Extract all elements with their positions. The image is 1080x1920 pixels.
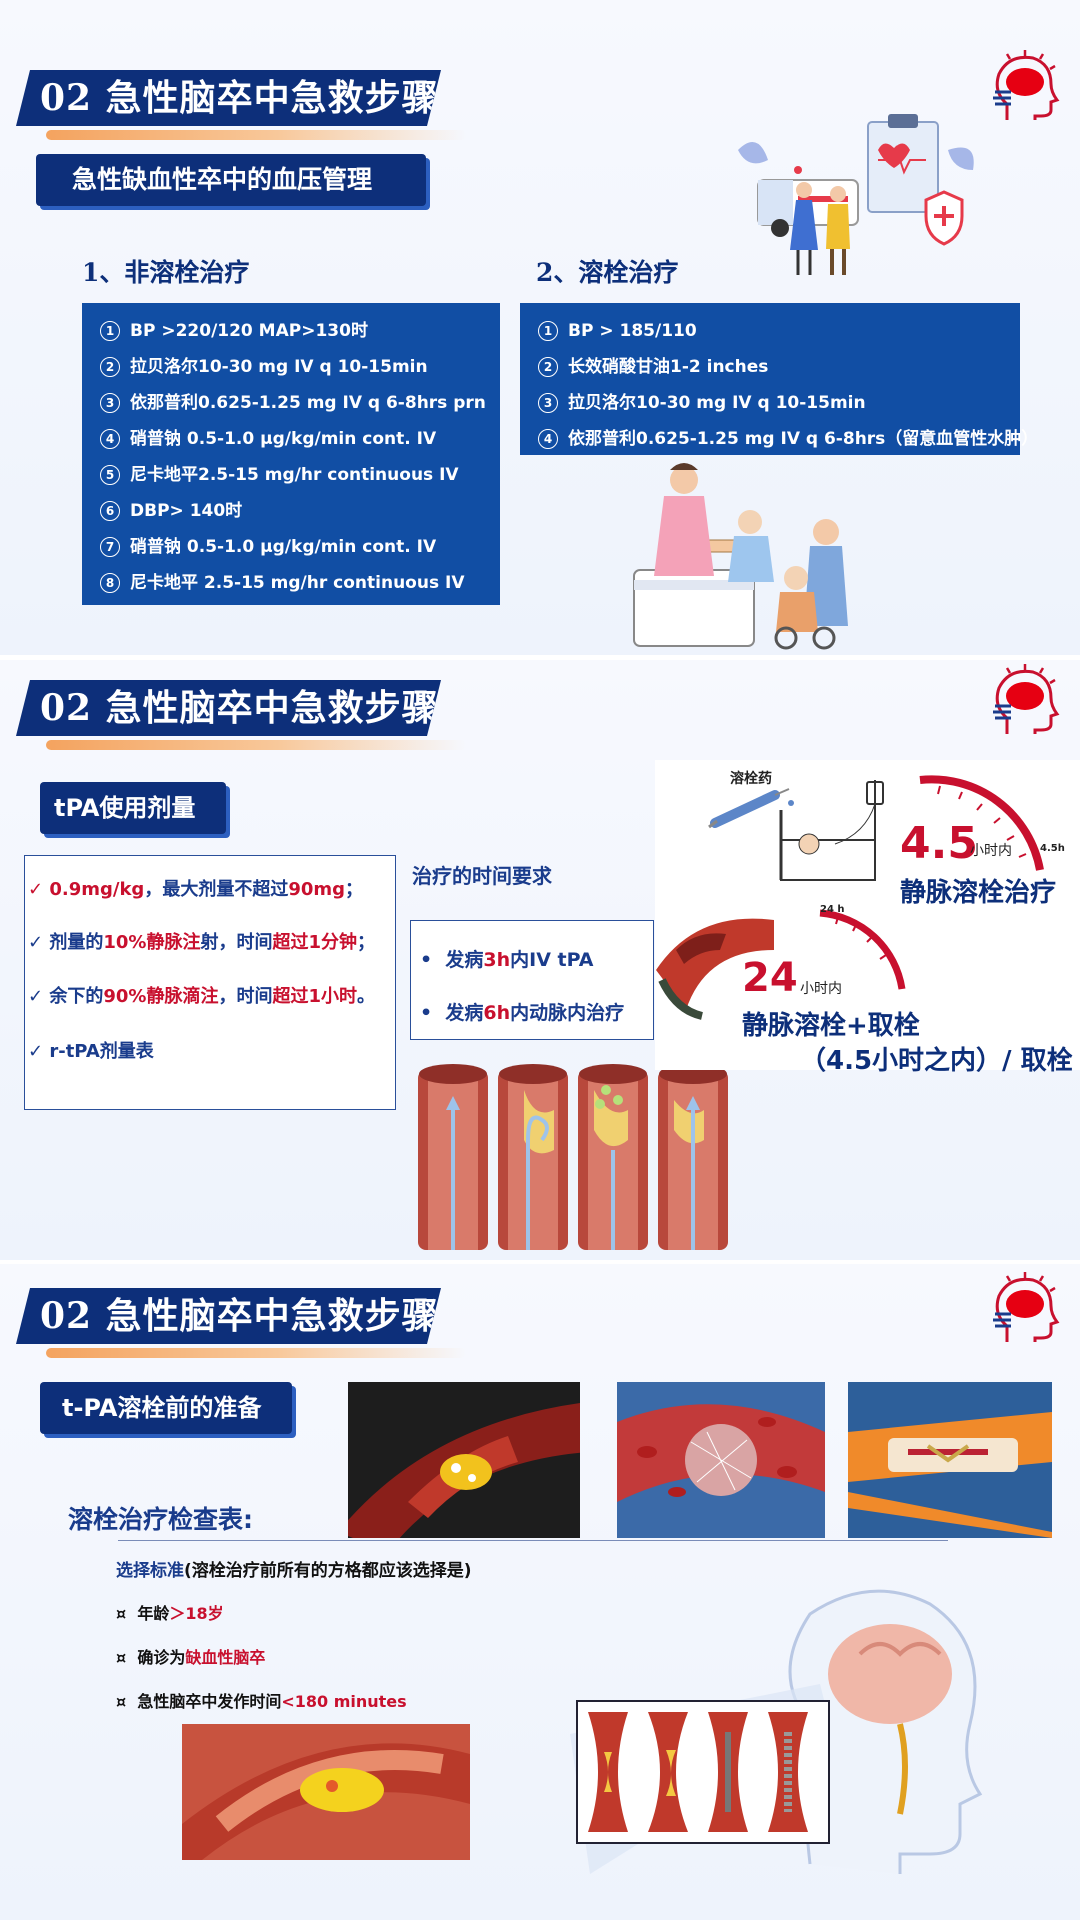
non-thrombolysis-item: 1 BP >220/120 MAP>130时: [92, 313, 490, 349]
item-number-badge: 3: [100, 393, 120, 413]
criteria-diagnosis: ¤ 确诊为缺血性脑卒: [116, 1648, 266, 1667]
non-thrombolysis-item: 6 DBP> 140时: [92, 493, 490, 529]
clock-arc-1: [900, 770, 1050, 880]
item-text: BP >220/120 MAP>130时: [130, 321, 368, 341]
item-number-badge: 1: [100, 321, 120, 341]
slide-bp-management: 02 急性脑卒中急救步骤 急性缺血性卒中的血压管理 1、非溶栓治疗: [0, 0, 1080, 655]
checklist-title: 溶栓治疗检查表:: [68, 1505, 253, 1534]
item-text: 拉贝洛尔10-30 mg IV q 10-15min: [568, 393, 866, 413]
stent-sequence-image: [576, 1700, 830, 1844]
section-header: 02 急性脑卒中急救步骤: [16, 680, 441, 736]
thrombolytic-drug-label: 溶栓药: [730, 771, 772, 787]
dose-line-2: ✓ 剂量的10%静脉注射，时间超过1分钟；: [28, 932, 375, 953]
clock-tick-1: 4.5h: [1040, 843, 1065, 854]
medical-team-illustration: [728, 110, 988, 280]
item-text: 长效硝酸甘油1-2 inches: [568, 357, 769, 377]
vessel-clot-illustration: [656, 910, 776, 1030]
dose-box: [24, 855, 396, 1110]
slide-tpa-preparation: 02 急性脑卒中急救步骤 t-PA溶栓前的准备 溶栓治疗检查表: 选择标准(溶栓…: [0, 1264, 1080, 1920]
dose-line-4: ✓ r-tPA剂量表: [28, 1041, 154, 1062]
header-underline: [46, 740, 466, 750]
item-text: 依那普利0.625-1.25 mg IV q 6-8hrs prn: [130, 393, 486, 413]
item-text: 尼卡地平 2.5-15 mg/hr continuous IV: [130, 573, 465, 593]
thrombolysis-item: 3 拉贝洛尔10-30 mg IV q 10-15min: [530, 385, 1010, 421]
item-number-badge: 2: [100, 357, 120, 377]
vessel-illustration: [414, 1060, 744, 1260]
brain-head-icon: [985, 1270, 1065, 1350]
criteria-heading: 选择标准(溶栓治疗前所有的方格都应该选择是): [116, 1561, 472, 1581]
iv-thrombolysis-label: 静脉溶栓治疗: [900, 878, 1057, 908]
time-line-2: • 发病6h内动脉内治疗: [420, 1002, 625, 1024]
section-subtitle: t-PA溶栓前的准备: [40, 1382, 292, 1434]
item-number-badge: 4: [100, 429, 120, 449]
stent-vessel-image: [848, 1382, 1052, 1538]
item-text: 尼卡地平2.5-15 mg/hr continuous IV: [130, 465, 459, 485]
criteria-age: ¤ 年龄＞18岁: [116, 1604, 224, 1623]
checklist-divider: [118, 1540, 948, 1541]
item-text: BP > 185/110: [568, 321, 697, 341]
non-thrombolysis-item: 8 尼卡地平 2.5-15 mg/hr continuous IV: [92, 565, 490, 601]
section-header: 02 急性脑卒中急救步骤: [16, 1288, 441, 1344]
item-number-badge: 3: [538, 393, 558, 413]
slide-tpa-dose: 02 急性脑卒中急救步骤 tPA使用剂量 ✓ 0.9mg/kg，最大剂量不超过9…: [0, 660, 1080, 1260]
nurse-patients-illustration: [630, 460, 870, 650]
thrombolysis-title: 2、溶栓治疗: [536, 258, 679, 287]
thrombolysis-thrombectomy-label: 静脉溶栓+取栓: [742, 1011, 920, 1041]
thrombolysis-item: 2 长效硝酸甘油1-2 inches: [530, 349, 1010, 385]
item-number-badge: 4: [538, 429, 558, 449]
clock-value-2: 24: [742, 955, 798, 1001]
header-underline: [46, 130, 466, 140]
section-subtitle: 急性缺血性卒中的血压管理: [36, 154, 426, 206]
non-thrombolysis-item: 3 依那普利0.625-1.25 mg IV q 6-8hrs prn: [92, 385, 490, 421]
non-thrombolysis-title: 1、非溶栓治疗: [82, 258, 250, 287]
iv-bed-patient-illustration: [775, 770, 895, 890]
time-requirement-title: 治疗的时间要求: [412, 864, 552, 888]
brain-head-icon: [985, 662, 1065, 742]
item-text: 拉贝洛尔10-30 mg IV q 10-15min: [130, 357, 428, 377]
non-thrombolysis-item: 5 尼卡地平2.5-15 mg/hr continuous IV: [92, 457, 490, 493]
non-thrombolysis-item: 4 硝普钠 0.5-1.0 μg/kg/min cont. IV: [92, 421, 490, 457]
clock-value-1: 4.5: [900, 818, 978, 869]
time-window-note: （4.5小时之内）/ 取栓: [800, 1046, 1073, 1076]
dose-line-3: ✓ 余下的90%静脉滴注，时间超过1小时。: [28, 986, 375, 1007]
item-number-badge: 2: [538, 357, 558, 377]
artery-plaque-image: [338, 1382, 588, 1552]
syringe-icon: [705, 785, 795, 830]
dose-line-1: ✓ 0.9mg/kg，最大剂量不超过90mg；: [28, 879, 364, 900]
item-number-badge: 1: [538, 321, 558, 341]
item-number-badge: 8: [100, 573, 120, 593]
thrombolysis-item: 4 依那普利0.625-1.25 mg IV q 6-8hrs（留意血管性水肿）: [530, 421, 1038, 457]
item-number-badge: 5: [100, 465, 120, 485]
item-text: 硝普钠 0.5-1.0 μg/kg/min cont. IV: [130, 429, 437, 449]
time-line-1: • 发病3h内IV tPA: [420, 949, 594, 971]
non-thrombolysis-item: 7 硝普钠 0.5-1.0 μg/kg/min cont. IV: [92, 529, 490, 565]
item-number-badge: 7: [100, 537, 120, 557]
criteria-onset-time: ¤ 急性脑卒中发作时间<180 minutes: [116, 1692, 407, 1711]
item-number-badge: 6: [100, 501, 120, 521]
clock-arc-2: [810, 905, 910, 995]
non-thrombolysis-item: 2 拉贝洛尔10-30 mg IV q 10-15min: [92, 349, 490, 385]
blood-clot-image: [617, 1382, 825, 1538]
clock-unit-2: 小时内: [800, 981, 842, 997]
header-underline: [46, 1348, 466, 1358]
thrombolysis-item: 1 BP > 185/110: [530, 313, 1010, 349]
clock-tick-2: 24 h: [820, 904, 845, 915]
non-thrombolysis-list: 1 BP >220/120 MAP>130时 2 拉贝洛尔10-30 mg IV q …: [82, 303, 500, 605]
thrombolysis-list: 1 BP > 185/110 2 长效硝酸甘油1-2 inches 3 拉贝洛尔10-30…: [520, 303, 1038, 457]
time-box: [410, 920, 654, 1040]
section-subtitle: tPA使用剂量: [40, 782, 226, 834]
section-header: 02 急性脑卒中急救步骤: [16, 70, 441, 126]
item-text: 硝普钠 0.5-1.0 μg/kg/min cont. IV: [130, 537, 437, 557]
clock-unit-1: 小时内: [970, 843, 1012, 859]
brain-head-icon: [985, 48, 1065, 128]
item-text: 依那普利0.625-1.25 mg IV q 6-8hrs（留意血管性水肿）: [568, 429, 1039, 449]
item-text: DBP> 140时: [130, 501, 243, 521]
artery-fat-deposit-image: [182, 1724, 470, 1860]
